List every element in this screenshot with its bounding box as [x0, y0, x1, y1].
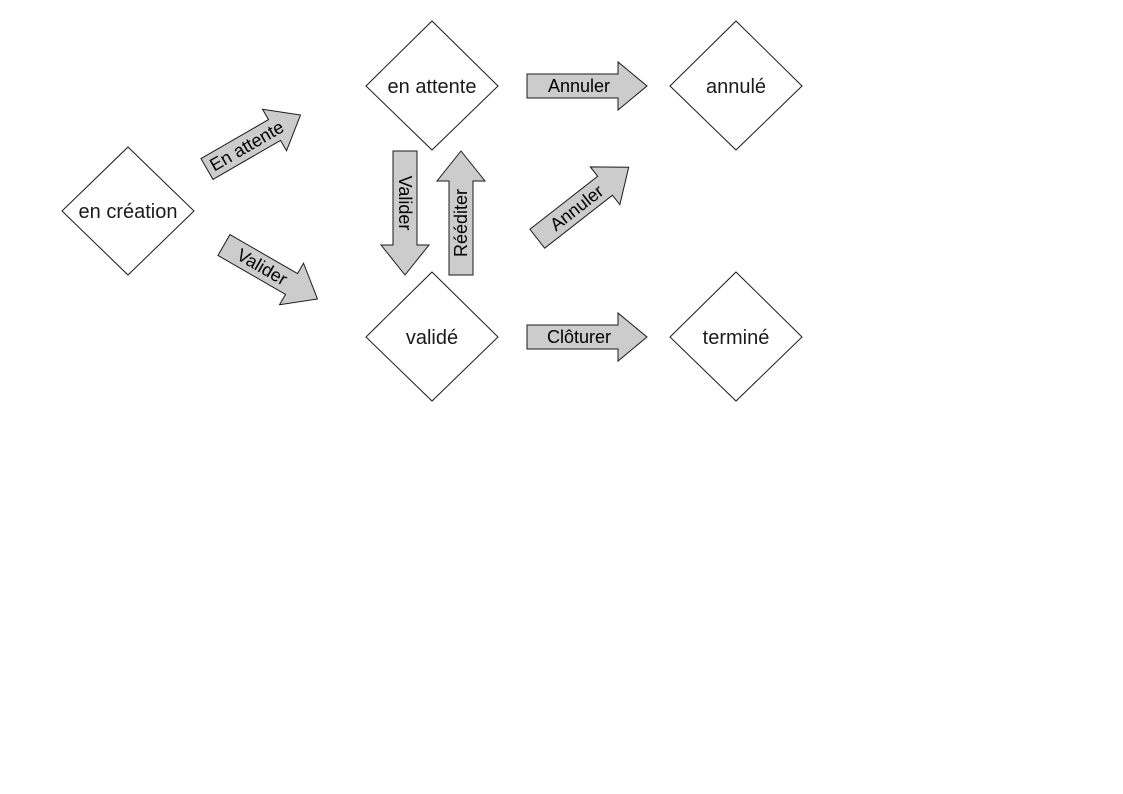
state-en-creation: en création	[61, 146, 195, 276]
transition-attente-to-valide: Valider	[379, 150, 431, 276]
state-annule-diamond	[669, 20, 803, 151]
state-valide-diamond	[365, 271, 499, 402]
state-en-attente-diamond	[365, 20, 499, 151]
state-valide-label: validé	[406, 327, 458, 349]
transition-valide-to-annule: Annuler	[529, 166, 630, 249]
state-termine-diamond	[669, 271, 803, 402]
arrow-valide-to-termine-label: Clôturer	[547, 327, 611, 347]
arrow-creation-to-attente-label: En attente	[206, 117, 287, 175]
state-en-creation-label: en création	[79, 201, 178, 223]
state-annule-label: annulé	[706, 76, 766, 98]
transition-creation-to-attente: En attente	[200, 108, 302, 181]
arrow-valide-to-attente-shape	[435, 150, 487, 276]
arrow-creation-to-attente-shape	[200, 108, 302, 181]
arrow-attente-to-annule-label: Annuler	[548, 76, 610, 96]
transition-valide-to-termine: Clôturer	[526, 311, 648, 363]
arrow-attente-to-annule-shape	[526, 60, 648, 112]
state-en-creation-diamond	[61, 146, 195, 276]
state-en-attente: en attente	[365, 20, 499, 151]
arrow-attente-to-valide-label: Valider	[395, 176, 415, 231]
arrow-attente-to-valide-shape	[379, 150, 431, 276]
state-annule: annulé	[669, 20, 803, 151]
transition-valide-to-attente: Rééditer	[435, 150, 487, 276]
arrow-valide-to-annule-shape	[529, 166, 630, 249]
state-termine: terminé	[669, 271, 803, 402]
arrow-valide-to-annule-label: Annuler	[546, 181, 607, 235]
transition-attente-to-annule: Annuler	[526, 60, 648, 112]
state-en-attente-label: en attente	[388, 76, 477, 98]
state-valide: validé	[365, 271, 499, 402]
arrow-creation-to-valide-shape	[217, 233, 319, 306]
arrow-valide-to-termine-shape	[526, 311, 648, 363]
arrow-valide-to-attente-label: Rééditer	[451, 189, 471, 257]
transition-creation-to-valide: Valider	[217, 233, 319, 306]
state-termine-label: terminé	[703, 327, 770, 349]
